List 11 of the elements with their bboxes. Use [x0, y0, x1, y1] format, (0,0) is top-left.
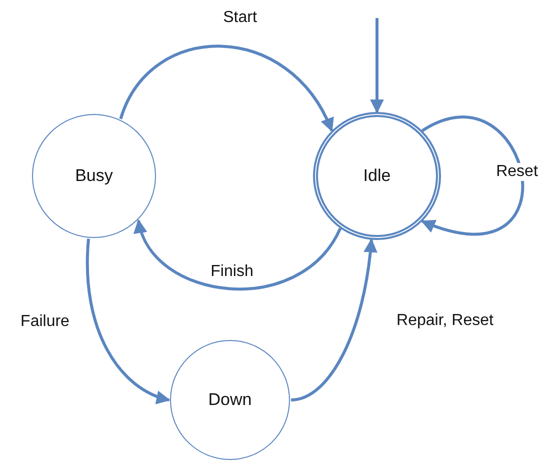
transition-arrow: [135, 219, 342, 290]
transition-arrow: [370, 18, 384, 114]
edge-label: Reset: [494, 163, 540, 181]
transition-arrow: [420, 116, 524, 235]
edge-label: Repair, Reset: [394, 312, 496, 330]
transition-arrow: [86, 238, 170, 404]
state-name: Idle: [363, 166, 391, 186]
state-name: Busy: [75, 166, 113, 186]
state-name: Down: [208, 390, 252, 410]
transition-arrow: [119, 44, 334, 132]
transition-arrow: [290, 238, 378, 402]
